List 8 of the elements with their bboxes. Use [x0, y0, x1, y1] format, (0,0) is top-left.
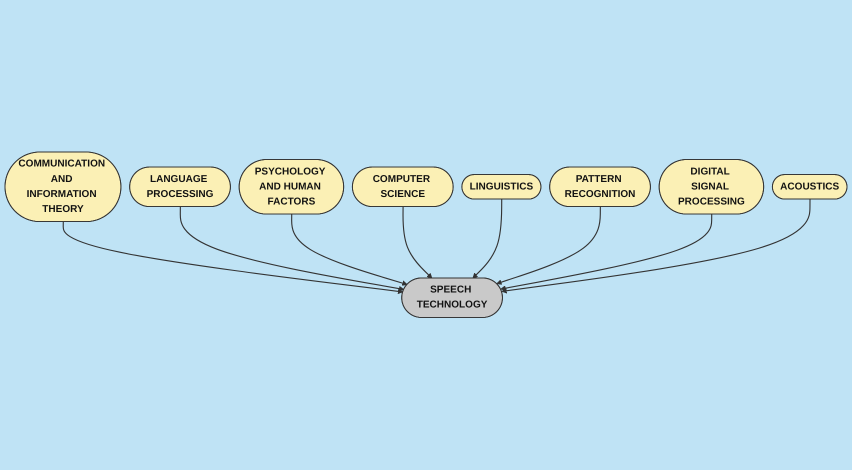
arrow: [500, 214, 712, 292]
arrow: [496, 207, 601, 286]
arrow: [291, 214, 408, 286]
arrow: [402, 207, 432, 279]
arrow: [501, 200, 811, 294]
arrow: [62, 222, 404, 294]
arrow: [180, 207, 404, 292]
arrow: [472, 200, 502, 279]
